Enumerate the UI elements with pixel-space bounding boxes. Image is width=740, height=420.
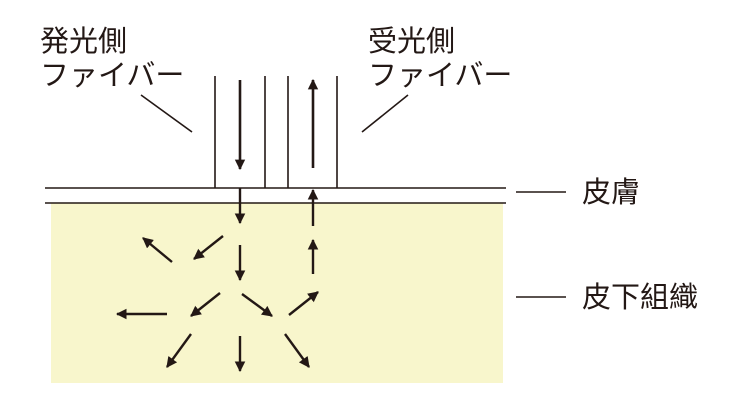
scatter-arrow <box>241 293 273 317</box>
scatter-arrow <box>284 333 310 368</box>
subcutaneous-tissue-label: 皮下組織 <box>582 280 699 314</box>
scatter-arrow <box>288 291 319 316</box>
scatter-arrow <box>142 237 173 263</box>
emitter-leader-line <box>140 94 193 133</box>
receiver-fiber-label-line2: ファイバー <box>368 58 513 92</box>
emitter-fiber-label-line2: ファイバー <box>40 58 185 92</box>
scatter-arrow <box>190 292 221 317</box>
scatter-arrow <box>166 333 192 368</box>
emitter-fiber-label-line1: 発光側 <box>40 24 128 58</box>
skin-label: 皮膚 <box>582 175 641 209</box>
scatter-arrows <box>115 188 319 373</box>
subcutaneous-tissue-region <box>51 203 503 383</box>
scatter-arrow <box>193 235 224 260</box>
receiver-fiber-label-line1: 受光側 <box>368 24 456 58</box>
receiver-leader-line <box>361 94 409 133</box>
